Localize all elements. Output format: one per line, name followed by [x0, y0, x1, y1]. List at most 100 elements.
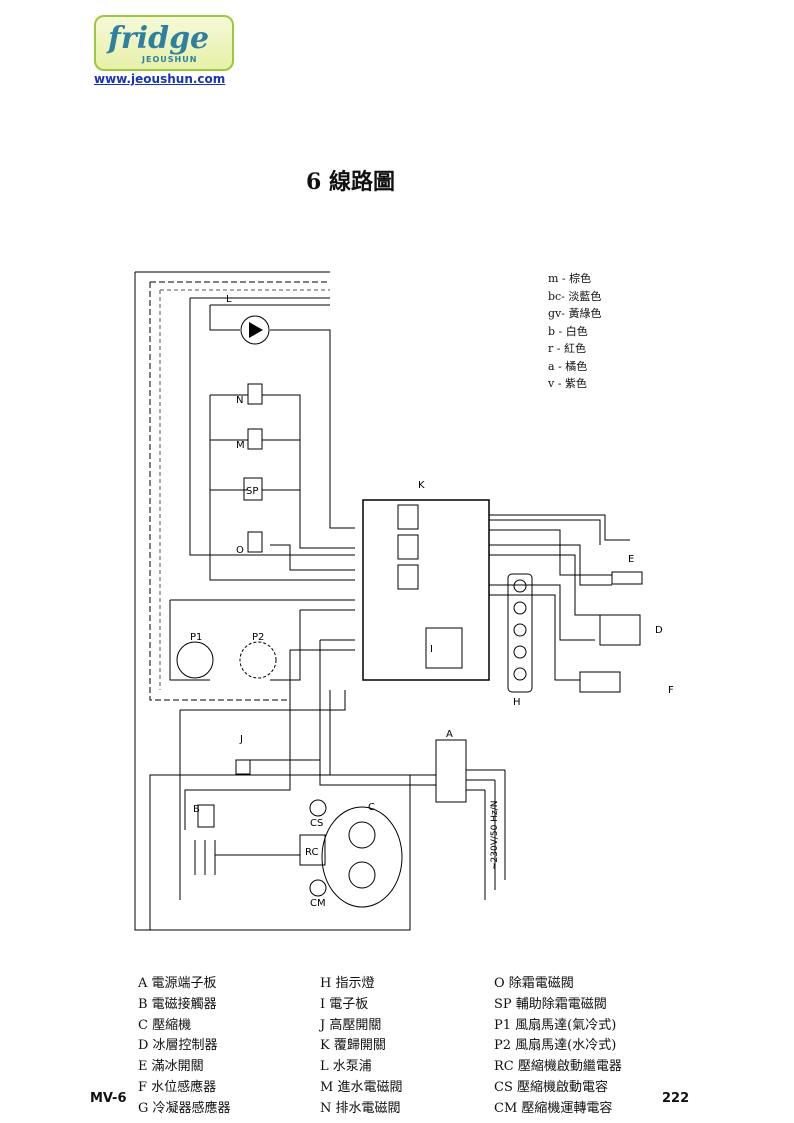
wire-color-item: gv- 黃綠色	[548, 307, 602, 320]
part-item: D 冰層控制器	[138, 1038, 218, 1054]
label-supply: ~230V/50 Hz/N	[490, 801, 500, 870]
label-sp: SP	[246, 486, 258, 497]
part-item: CM 壓縮機運轉電容	[494, 1100, 613, 1116]
run-capacitor	[309, 879, 327, 897]
wire-outer	[134, 271, 411, 931]
part-item: F 水位感應器	[138, 1079, 217, 1095]
parts-legend-col1: A 電源端子板 B 電磁接觸器 C 壓縮機 D 冰層控制器 E 滿冰開關 F 水…	[138, 974, 231, 1120]
wire-color-item: r - 紅色	[548, 342, 586, 355]
wire-valve-n	[209, 394, 355, 581]
parts-legend-col2: H 指示燈 I 電子板 J 高壓開關 K 覆歸開關 L 水泵浦 M 進水電磁閥 …	[320, 974, 402, 1120]
part-item: P1 風扇馬達(氣冷式)	[494, 1017, 617, 1033]
high-pressure-switch	[235, 759, 251, 775]
page-title: 6 線路圖	[306, 169, 395, 195]
indicator-lamp	[513, 601, 527, 615]
part-item: A 電源端子板	[138, 976, 217, 991]
part-item: L 水泵浦	[320, 1059, 372, 1075]
label-f: F	[668, 685, 674, 696]
wire-color-item: m - 棕色	[548, 272, 592, 285]
wire-color-item: a - 橘色	[548, 359, 588, 373]
indicator-lamp	[513, 579, 527, 593]
label-i: I	[430, 644, 433, 655]
fan-p2	[239, 641, 277, 679]
wire-f	[489, 584, 595, 681]
part-item: G 冷凝器感應器	[138, 1100, 231, 1116]
label-m: M	[236, 440, 245, 451]
wire-color-item: v - 紫色	[548, 377, 587, 390]
part-item: M 進水電磁閥	[320, 1079, 403, 1095]
valve-n-coil	[247, 383, 263, 405]
wire-o	[270, 544, 355, 571]
wire-dashed	[159, 289, 330, 690]
label-a: A	[446, 729, 453, 740]
part-item: E 滿冰開關	[138, 1059, 204, 1075]
part-item: J 高壓開關	[320, 1017, 382, 1033]
compressor-box	[149, 774, 411, 931]
wire-color-item: b - 白色	[548, 324, 588, 338]
part-item: C 壓縮機	[138, 1017, 192, 1033]
part-item: I 電子板	[320, 996, 369, 1012]
indicator-strip	[507, 573, 533, 693]
water-level-sensor	[579, 671, 621, 693]
wire-e	[489, 514, 630, 576]
part-item: O 除霜電磁閥	[494, 976, 574, 991]
valve-m-coil	[247, 428, 263, 450]
pump-arrow	[249, 322, 263, 338]
indicator-lamp	[513, 645, 527, 659]
wire-mains	[484, 770, 506, 900]
wire-valve-m	[210, 439, 301, 491]
label-o: O	[236, 545, 244, 556]
label-d: D	[655, 625, 663, 636]
valve-sp-coil	[243, 477, 263, 501]
website-link[interactable]: www.jeoushun.com	[94, 72, 226, 86]
label-cm: CM	[310, 898, 326, 909]
label-b: B	[193, 804, 200, 815]
brand-logo: fridge JEOUSHUN	[94, 15, 234, 71]
wire-color-legend: m - 棕色 bc- 淡藍色 gv- 黃綠色 b - 白色 r - 紅色 a -…	[548, 270, 601, 393]
logo-text: fridge	[108, 21, 210, 56]
part-item: H 指示燈	[320, 976, 375, 991]
wire-pump	[209, 304, 355, 529]
label-h: H	[513, 697, 521, 708]
label-p1: P1	[190, 632, 202, 643]
valve-o-coil	[247, 531, 263, 553]
label-rc: RC	[305, 847, 318, 858]
ice-full-switch	[611, 571, 643, 585]
footer-model: MV-6	[90, 1091, 127, 1106]
wire-a	[189, 297, 355, 556]
logo-subtext: JEOUSHUN	[142, 55, 198, 64]
page-number: 222	[662, 1091, 690, 1106]
board-relay-2	[397, 534, 419, 560]
label-l: L	[226, 294, 232, 305]
contactor-contacts	[194, 840, 300, 875]
wire-d	[489, 544, 612, 616]
wire-color-item: bc- 淡藍色	[548, 289, 602, 303]
contactor-coil	[197, 804, 215, 828]
part-item: CS 壓縮機啟動電容	[494, 1079, 608, 1095]
pump-motor	[240, 315, 270, 345]
wire-fans	[169, 599, 355, 681]
label-k: K	[418, 480, 425, 491]
wire-valve-common	[299, 395, 355, 549]
wire-ground	[149, 281, 330, 701]
start-capacitor	[309, 799, 327, 817]
label-c: C	[368, 802, 375, 813]
wire-j	[180, 690, 346, 711]
control-board	[362, 499, 490, 681]
label-n: N	[236, 395, 243, 406]
board-relay-3	[397, 564, 419, 590]
label-j: J	[239, 734, 243, 745]
part-item: K 覆歸開關	[320, 1038, 386, 1054]
wire-supply-in	[319, 680, 505, 791]
parts-legend-col3: O 除霜電磁閥 SP 輔助除霜電磁閥 P1 風扇馬達(氣冷式) P2 風扇馬達(…	[494, 974, 622, 1120]
compressor-terminal-2	[348, 861, 376, 889]
board-relay-1	[397, 504, 419, 530]
label-p2: P2	[252, 632, 264, 643]
label-cs: CS	[310, 818, 323, 829]
fan-p1	[176, 641, 214, 679]
board-transformer	[425, 627, 463, 669]
compressor-terminal-1	[348, 821, 376, 849]
part-item: RC 壓縮機啟動繼電器	[494, 1059, 622, 1075]
terminal-block	[435, 739, 467, 803]
